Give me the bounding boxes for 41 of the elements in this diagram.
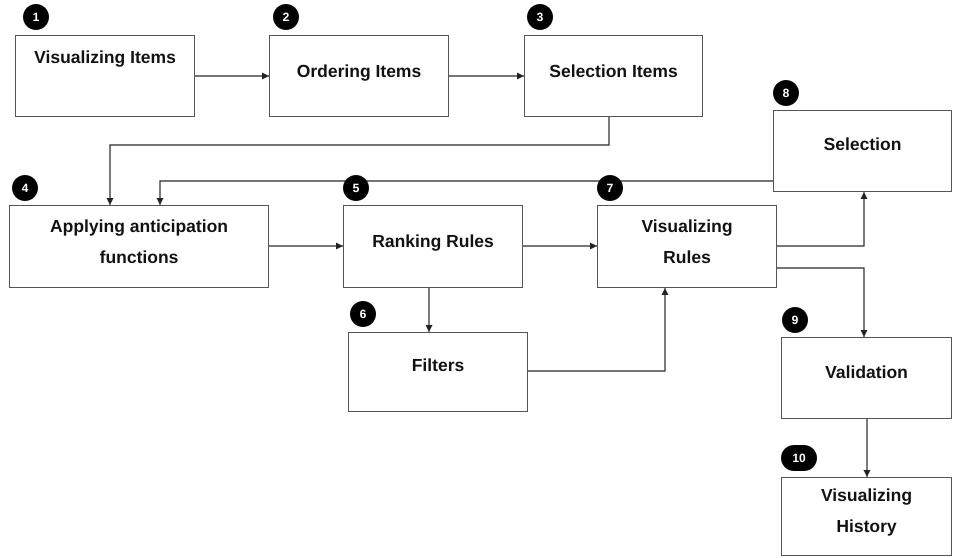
box-label: Selection Items bbox=[549, 60, 678, 83]
process-box bbox=[9, 205, 269, 288]
box-label: Visualizing Items bbox=[34, 46, 176, 69]
arrow bbox=[528, 288, 668, 372]
process-box bbox=[524, 35, 703, 117]
box-label: Filters bbox=[412, 354, 464, 377]
step-number-badge: 9 bbox=[782, 307, 808, 333]
box-label: Validation bbox=[825, 361, 908, 384]
process-box bbox=[269, 35, 449, 117]
process-box bbox=[15, 35, 195, 117]
box-label: Visualizing History bbox=[820, 484, 914, 538]
process-box bbox=[781, 337, 952, 419]
process-box bbox=[781, 477, 952, 556]
process-box bbox=[343, 205, 523, 288]
step-number-badge: 6 bbox=[350, 301, 376, 327]
step-number-badge: 7 bbox=[597, 175, 623, 201]
arrow bbox=[269, 242, 343, 250]
arrow bbox=[449, 72, 524, 80]
step-number-badge: 2 bbox=[273, 4, 299, 30]
step-number-badge: 4 bbox=[12, 175, 38, 201]
process-box bbox=[348, 332, 528, 412]
arrow bbox=[777, 192, 868, 247]
box-label: Visualizing Rules bbox=[640, 215, 734, 269]
arrow bbox=[195, 72, 269, 80]
arrow bbox=[156, 180, 773, 205]
arrow bbox=[864, 419, 870, 477]
step-number-badge: 5 bbox=[343, 175, 369, 201]
process-box bbox=[773, 110, 952, 192]
step-number-badge: 3 bbox=[527, 4, 553, 30]
step-number-badge: 10 bbox=[781, 445, 817, 471]
arrow bbox=[777, 267, 868, 337]
arrow bbox=[523, 242, 597, 250]
box-label: Selection bbox=[824, 133, 902, 156]
process-box bbox=[597, 205, 777, 288]
box-label: Ranking Rules bbox=[372, 230, 494, 253]
box-label: Ordering Items bbox=[296, 60, 422, 83]
step-number-badge: 1 bbox=[23, 4, 49, 30]
box-label: Applying anticipation functions bbox=[49, 215, 229, 269]
arrow bbox=[106, 117, 610, 205]
arrow bbox=[426, 288, 432, 332]
step-number-badge: 8 bbox=[773, 80, 799, 106]
